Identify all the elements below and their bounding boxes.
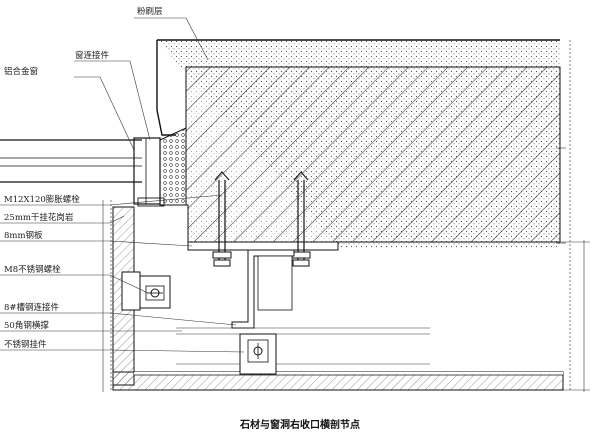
label-granite: 25mm干挂花岗岩 <box>4 212 74 223</box>
label-expansion-bolt: M12X120膨胀螺栓 <box>4 194 80 205</box>
channel-steel-connector <box>231 249 295 329</box>
labels: 粉刷层 窗连接件 铝合金窗 M12X120膨胀螺栓 25mm干挂花岗岩 8mm钢… <box>4 6 163 350</box>
label-aluminum-window: 铝合金窗 <box>4 66 38 77</box>
label-window-connector: 窗连接件 <box>75 50 110 61</box>
drawing-title: 石材与窗洞右收口横剖节点 <box>239 418 360 431</box>
aluminum-window-frame <box>0 137 165 207</box>
angle-steel-brace <box>176 327 430 365</box>
stainless-hanger <box>239 333 277 375</box>
label-plaster: 粉刷层 <box>137 6 163 17</box>
reference-lines <box>102 200 112 392</box>
window-connector-block <box>159 127 187 206</box>
label-channel-connector: 8#槽钢连接件 <box>4 302 60 313</box>
angle-bracket-upper <box>121 271 171 311</box>
dimension-lines <box>556 40 590 392</box>
expansion-bolt-left <box>212 171 232 267</box>
expansion-bolt-right <box>291 171 311 267</box>
label-angle-brace: 50角钢横撑 <box>4 320 49 331</box>
label-steel-plate: 8mm钢板 <box>4 230 43 241</box>
leader-lines <box>0 17 245 353</box>
label-ss-hanger: 不锈钢挂件 <box>4 339 47 350</box>
label-ss-bolt: M8不锈钢螺栓 <box>4 264 61 275</box>
steel-plate <box>187 241 339 251</box>
granite-bottom-panel <box>112 371 564 391</box>
concrete-wall <box>185 66 561 249</box>
